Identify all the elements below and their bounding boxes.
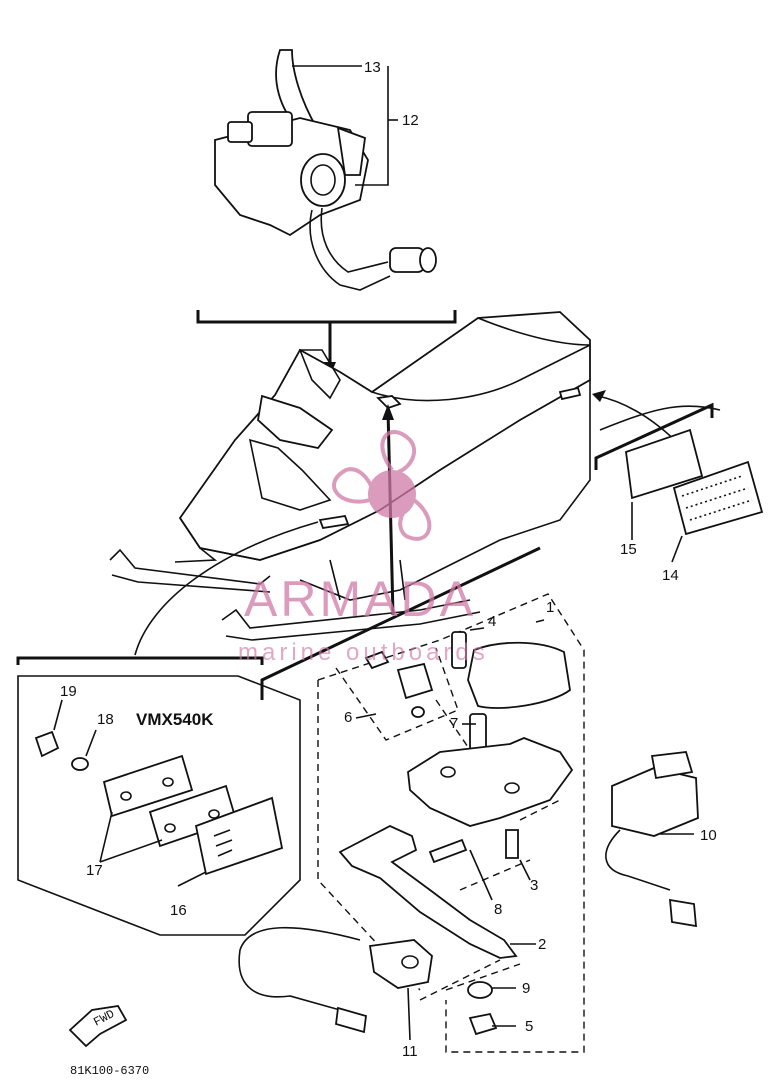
- watermark-brand: ARMADA: [244, 571, 476, 627]
- armada-watermark: ARMADA marine outboards: [238, 430, 489, 666]
- drawing-code: 81K100-6370: [70, 1064, 149, 1078]
- lever-assembly: [238, 593, 585, 1053]
- model-label: VMX540K: [136, 710, 214, 729]
- part-label-19: 19: [60, 683, 77, 700]
- part-label-8: 8: [494, 901, 502, 918]
- part-label-3: 3: [530, 877, 538, 894]
- part-labels: 1 2 3 4 5 6 7 8 9 10 11 12 13 14 15 16 1…: [60, 59, 717, 1078]
- throttle-housing-assembly: [214, 49, 437, 291]
- watermark-tagline: marine outboards: [238, 639, 489, 666]
- part-label-12: 12: [402, 112, 419, 129]
- part-label-16: 16: [170, 902, 187, 919]
- part-label-17: 17: [86, 862, 103, 879]
- part-label-4: 4: [488, 613, 496, 630]
- part-label-10: 10: [700, 827, 717, 844]
- part-label-13: 13: [364, 59, 381, 76]
- part-label-5: 5: [525, 1018, 533, 1035]
- fwd-marker: [68, 1005, 128, 1048]
- part-label-7: 7: [450, 715, 458, 732]
- part-label-9: 9: [522, 980, 530, 997]
- reflector-callout: [594, 402, 764, 563]
- part-label-1: 1: [546, 599, 554, 616]
- part-label-14: 14: [662, 567, 679, 584]
- propeller-logo-icon: [332, 430, 432, 541]
- part-label-6: 6: [344, 709, 352, 726]
- part-label-18: 18: [97, 711, 114, 728]
- part-label-11: 11: [402, 1043, 418, 1060]
- part-label-2: 2: [538, 936, 546, 953]
- vmx540k-inset: [16, 656, 301, 936]
- cdi-unit: [605, 751, 699, 928]
- part-label-15: 15: [620, 541, 637, 558]
